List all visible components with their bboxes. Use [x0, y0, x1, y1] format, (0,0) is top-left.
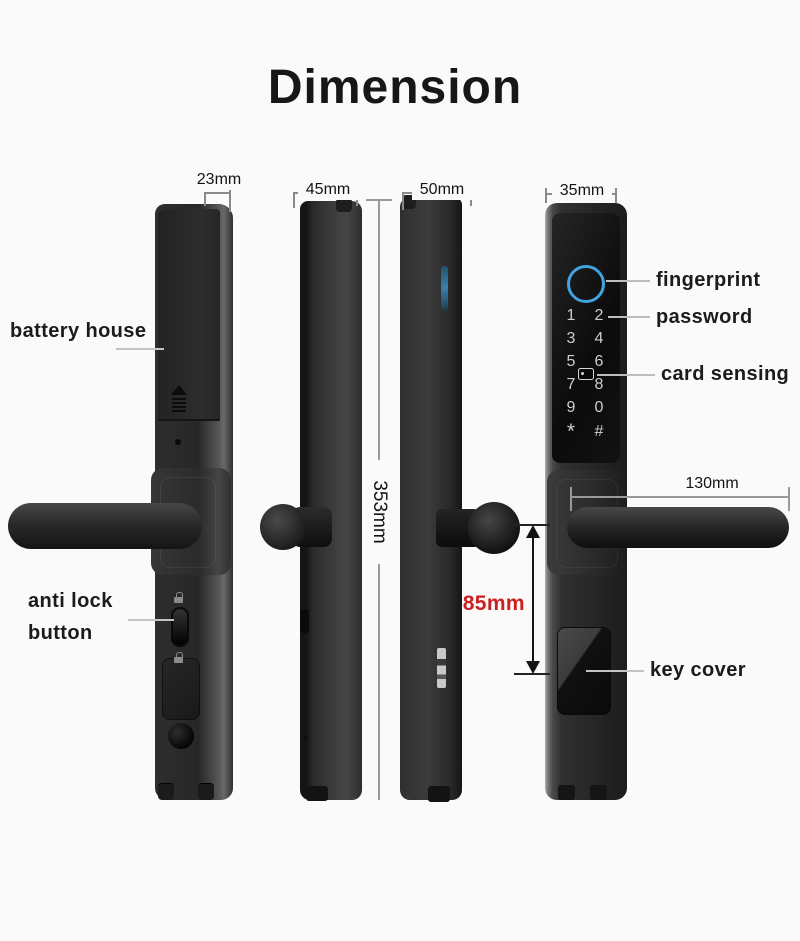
lock1-foot-left [158, 783, 174, 800]
label-password: password [656, 306, 753, 328]
lock4-handle [567, 507, 789, 548]
keypad-key-7: 7 [566, 376, 576, 394]
label-anti-lock-line2: button [28, 622, 93, 644]
keypad-key-6: 6 [594, 352, 604, 370]
witness-tick [366, 199, 392, 201]
keypad-key-3: 3 [566, 329, 576, 347]
label-anti-lock-line1: anti lock [28, 590, 113, 612]
lock4-foot-left [558, 785, 575, 800]
keypad-key-5: 5 [566, 352, 576, 370]
keypad-key-9: 9 [566, 399, 576, 417]
keypad-key-1: 1 [566, 306, 576, 324]
lock2-edge-toggle [300, 609, 309, 633]
battery-arrow-icon [171, 385, 187, 395]
dimension-tick-bottom [514, 673, 550, 675]
dimension-total-height: 353mm [364, 460, 394, 564]
dimension-line-23mm [204, 192, 230, 194]
battery-hatch-icon [172, 398, 186, 413]
unlock-icon [174, 592, 184, 603]
label-fingerprint: fingerprint [656, 269, 761, 291]
dimension-handle-length: 130mm [670, 474, 754, 494]
witness-tick [293, 192, 295, 208]
fingerprint-sensor-icon [567, 265, 605, 303]
lock3-handle-hub-cap [468, 502, 520, 554]
keypad-key-2: 2 [594, 306, 604, 324]
lock4-foot-right [590, 785, 607, 800]
lock1-battery-cover [158, 209, 220, 421]
dimension-view4-width: 35mm [552, 181, 612, 201]
lock3-label-sticker [437, 648, 446, 688]
leader-line-fingerprint [606, 280, 650, 282]
keypad: 1 2 3 4 5 6 7 8 9 0 * # [557, 304, 613, 444]
keypad-key-0: 0 [594, 399, 604, 417]
leader-line-password [608, 316, 650, 318]
dimension-handle-to-key-cover: 85mm [462, 592, 525, 615]
witness-tick [229, 186, 231, 212]
keypad-key-hash: # [594, 423, 604, 440]
lock1-foot-right [198, 783, 214, 800]
witness-tick [402, 192, 404, 210]
lock1-reset-hole [175, 439, 181, 445]
lock3-body [400, 197, 462, 800]
card-icon [578, 368, 594, 380]
page-title: Dimension [267, 61, 523, 114]
witness-tick [204, 192, 206, 206]
lock1-handle [8, 503, 202, 549]
leader-line-card-sensing [597, 374, 655, 376]
lock3-blue-sensor-strip [441, 266, 448, 310]
label-battery-house: battery house [10, 320, 147, 342]
keyhole-icon [168, 723, 194, 749]
lock4-touch-panel [552, 213, 620, 463]
label-card-sensing: card sensing [661, 363, 790, 385]
dimension-view3-width: 50mm [412, 180, 472, 200]
keypad-key-4: 4 [594, 329, 604, 347]
witness-tick [615, 188, 617, 203]
dimension-line-130mm [570, 496, 789, 498]
leader-line-anti-lock [128, 619, 174, 621]
lock2-foot [306, 786, 328, 801]
lock2-edge-dot [303, 735, 308, 740]
witness-tick [788, 487, 790, 511]
lock2-body [300, 201, 362, 800]
witness-tick [570, 487, 572, 511]
lock2-top-nub [336, 198, 352, 212]
witness-tick [545, 188, 547, 203]
anti-lock-toggle [171, 607, 189, 647]
keypad-key-8: 8 [594, 376, 604, 394]
dimension-line-85mm [532, 530, 534, 668]
lock-icon [174, 652, 184, 663]
dimension-view2-width: 45mm [298, 180, 358, 200]
arrow-down-icon [526, 661, 540, 674]
lock3-foot [428, 786, 450, 802]
dimension-view1-width: 23mm [189, 170, 249, 190]
leader-line-battery-house [116, 348, 164, 350]
keypad-key-star: * [566, 420, 576, 443]
lock2-handle-hub-cap [260, 504, 306, 550]
leader-line-key-cover [586, 670, 644, 672]
lock1-lower-panel [162, 658, 200, 720]
arrow-up-icon [526, 525, 540, 538]
label-key-cover: key cover [650, 659, 746, 681]
